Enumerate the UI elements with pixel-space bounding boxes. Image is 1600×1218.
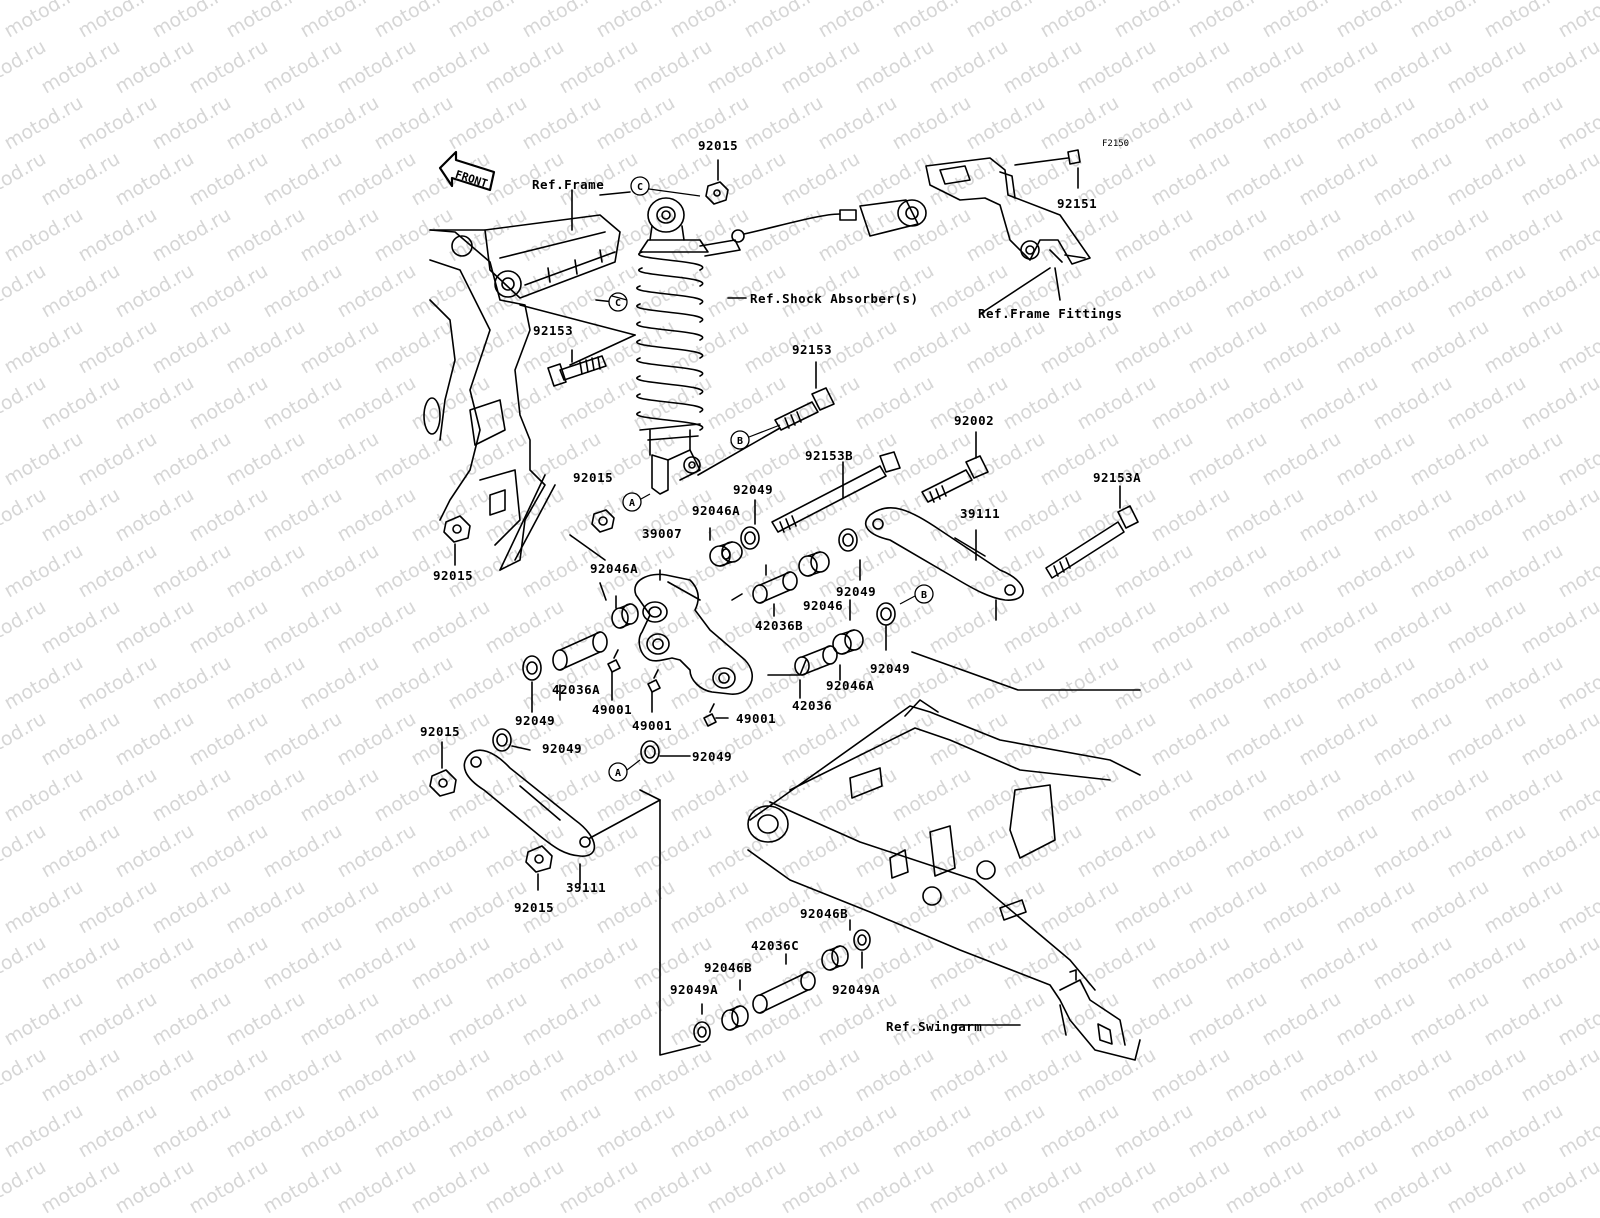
nut-92015-bottom [525,845,553,891]
part-label: 92049A [670,982,719,997]
part-label: 49001 [632,718,673,733]
callout-b-rod-label: B [921,590,927,601]
bolt-92153B [771,451,901,533]
part-label: 92046A [692,503,741,518]
part-label: 92153 [533,323,574,338]
washer-92049A-right [853,929,871,951]
part-label: 39007 [642,526,683,541]
part-label: 39111 [566,880,607,895]
part-label: 92015 [433,568,474,583]
washer-92049-right [838,528,858,552]
collar-42036A [552,631,608,671]
bolt-92153-left [547,355,607,387]
collar-42036B [752,571,798,604]
callout-c-top [630,176,650,196]
callout-a-washer [608,762,628,782]
callout-a-shock-label: A [629,498,635,509]
part-label: 92046 [803,598,844,613]
collar-42036 [794,645,838,676]
part-label: 92151 [1057,196,1098,211]
part-label: 49001 [736,711,777,726]
shock-absorber [636,197,927,495]
bolt-92153-mid [697,361,835,476]
part-label: 92015 [573,470,614,485]
collar-42036C [752,971,816,1014]
grease-fitting-49001 [607,649,729,727]
swingarm [747,699,1141,1061]
frame-fittings-bracket [925,149,1091,301]
callout-b-rod [914,584,934,604]
bearing-92046A-upper [709,541,743,567]
washer-92049A-left [693,1021,711,1043]
ref-frame-fittings-label: Ref.Frame Fittings [978,306,1123,321]
tie-rod-39111-top [865,507,1024,601]
callout-c-frame-label: C [615,298,621,309]
bearing-92046 [798,551,830,577]
part-label: 92153B [805,448,854,463]
part-label: 92046A [590,561,639,576]
callout-a-shock [622,492,642,512]
washer-92049-far-left [522,655,542,681]
part-label: 92046A [826,678,875,693]
nut-92015-shock [591,509,615,533]
bearing-92046B-right [821,945,849,971]
nut-92015-top [705,159,729,205]
part-label: 42036A [552,682,601,697]
front-arrow-icon: FRONT [438,150,496,192]
part-label: 42036C [751,938,800,953]
part-label: 92049 [542,741,583,756]
bearing-92046A-left [611,603,639,629]
callout-c-top-label: C [637,182,643,193]
callout-b-shock [730,430,750,450]
callout-a-washer-label: A [615,768,621,779]
tie-rod-39111-bottom [463,749,596,857]
bolt-92002 [921,431,989,503]
figure-code: F2150 [1102,139,1130,149]
part-label: 92015 [420,724,461,739]
ref-swingarm-label: Ref.Swingarm [886,1019,983,1034]
rocker-arm-39007 [634,573,754,695]
washer-92049-a [640,740,691,764]
bearing-92046A-lower [832,629,864,655]
part-label: 42036B [755,618,804,633]
ref-shock-absorber-label: Ref.Shock Absorber(s) [750,291,919,306]
washer-92049-b [876,602,896,626]
part-label: 92049 [870,661,911,676]
ref-frame-label: Ref.Frame [532,177,605,192]
part-label: 92046B [800,906,849,921]
part-label: 92049 [733,482,774,497]
part-label: 92046B [704,960,753,975]
nut-92015-frame [443,515,471,566]
part-label: 92015 [514,900,555,915]
washer-92049-upper [740,526,760,550]
bolt-92153A [1045,485,1139,579]
part-label: 92049 [692,749,733,764]
part-label: 39111 [960,506,1001,521]
nut-92015-link [429,741,457,797]
part-label: 92153A [1093,470,1142,485]
bearing-92046B-left [721,1005,749,1031]
part-label: 92049 [836,584,877,599]
frame-outline [423,214,636,571]
part-label: 92015 [698,138,739,153]
washer-92049-link [492,728,531,752]
part-label: 92153 [792,342,833,357]
callout-b-shock-label: B [737,436,743,447]
part-label: 92049 [515,713,556,728]
part-label: 92049A [832,982,881,997]
part-label: 42036 [792,698,833,713]
part-label: 49001 [592,702,633,717]
callout-c-frame [608,292,628,312]
part-label: 92002 [954,413,995,428]
